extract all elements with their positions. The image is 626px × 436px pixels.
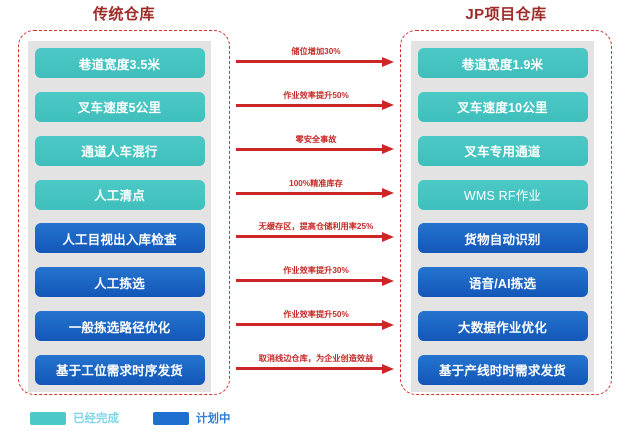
arrow-head-icon-1 (382, 56, 394, 67)
warehouse-item-right-8: 基于产线时时需求发货 (417, 354, 588, 385)
arrow-head-icon-4 (382, 188, 394, 199)
arrow-head-icon-7 (382, 319, 394, 330)
arrow-label-3: 零安全事故 (295, 134, 337, 144)
warehouse-item-right-7: 大数据作业优化 (417, 311, 588, 342)
legend-label-done: 已经完成 (73, 413, 119, 425)
arrow-head-icon-6 (382, 275, 394, 286)
arrow-head-icon-3 (382, 144, 394, 155)
warehouse-item-left-1: 巷道宽度3.5米 (34, 48, 205, 78)
arrow-line-7 (236, 323, 384, 327)
legend-item-done: 已经完成 (30, 410, 119, 426)
warehouse-item-right-1: 巷道宽度1.9米 (417, 48, 588, 78)
warehouse-item-right-4: WMS RF作业 (417, 179, 588, 210)
warehouse-item-left-8: 基于工位需求时序发货 (34, 354, 205, 385)
legend-swatch-done (30, 411, 66, 425)
warehouse-item-right-2: 叉车速度10公里 (417, 91, 588, 122)
arrow-row-1: 储位增加30% (232, 24, 400, 67)
arrow-row-2: 作业效率提升50% (232, 68, 400, 111)
warehouse-item-right-5: 货物自动识别 (417, 223, 588, 254)
arrow-line-2 (236, 103, 384, 107)
arrow-label-2: 作业效率提升50% (283, 90, 349, 100)
arrow-line-5 (236, 235, 384, 239)
arrow-label-1: 储位增加30% (291, 47, 341, 56)
warehouse-item-right-6: 语音/AI拣选 (417, 267, 588, 298)
arrow-label-7: 作业效率提升50% (283, 310, 349, 320)
arrow-head-icon-5 (382, 231, 394, 242)
warehouse-item-left-2: 叉车速度5公里 (34, 91, 205, 122)
warehouse-item-left-7: 一般拣选路径优化 (34, 311, 205, 342)
traditional-warehouse-container (18, 30, 230, 395)
arrow-line-4 (236, 191, 384, 195)
legend-item-planned: 计划中 (153, 410, 231, 426)
arrow-row-7: 作业效率提升50% (232, 287, 400, 330)
warehouse-item-left-5: 人工目视出入库检查 (34, 223, 205, 254)
warehouse-item-left-6: 人工拣选 (34, 267, 205, 298)
arrow-label-6: 作业效率提升30% (283, 266, 349, 276)
warehouse-item-left-3: 通道人车混行 (34, 135, 205, 166)
arrow-head-icon-2 (382, 100, 394, 111)
arrow-line-3 (236, 147, 384, 151)
legend-label-planned: 计划中 (196, 413, 231, 425)
warehouse-item-right-3: 叉车专用通道 (417, 135, 588, 166)
arrow-row-3: 零安全事故 (232, 112, 400, 155)
arrow-row-6: 作业效率提升30% (232, 243, 400, 286)
jp-warehouse-list: 巷道宽度1.9米叉车速度10公里叉车专用通道 WMS RF作业货物自动识别语音/A… (411, 41, 594, 392)
warehouse-item-left-4: 人工清点 (34, 179, 205, 210)
arrow-line-1 (236, 60, 384, 63)
arrow-line-6 (236, 279, 384, 283)
arrow-row-4: 100%精准库存 (232, 156, 400, 199)
comparison-arrows: 储位增加30% 作业效率提升50% 零安全事故 100%精准库存无缓存区，提高仓储利用… (232, 30, 400, 395)
arrow-row-5: 无缓存区，提高仓储利用率25% (232, 199, 400, 242)
page-title-jp-warehouse: JP项目仓库 (465, 6, 547, 23)
page-title-traditional-warehouse: 传统仓库 (92, 6, 155, 23)
legend-swatch-planned (153, 411, 189, 425)
arrow-label-5: 无缓存区，提高仓储利用率25% (258, 222, 374, 232)
arrow-head-icon-8 (382, 363, 394, 374)
arrow-label-8: 取消线边仓库，为企业创造效益 (258, 354, 374, 363)
traditional-warehouse-list: 巷道宽度3.5米叉车速度5公里通道人车混行人工清点人工目视出入库检查人工拣选一般… (28, 41, 211, 392)
jp-warehouse-container (400, 30, 612, 395)
arrow-row-8: 取消线边仓库，为企业创造效益 (232, 331, 400, 374)
arrow-label-4: 100%精准库存 (289, 178, 343, 188)
arrow-line-8 (236, 367, 384, 370)
legend: 已经完成 计划中 (30, 410, 231, 426)
